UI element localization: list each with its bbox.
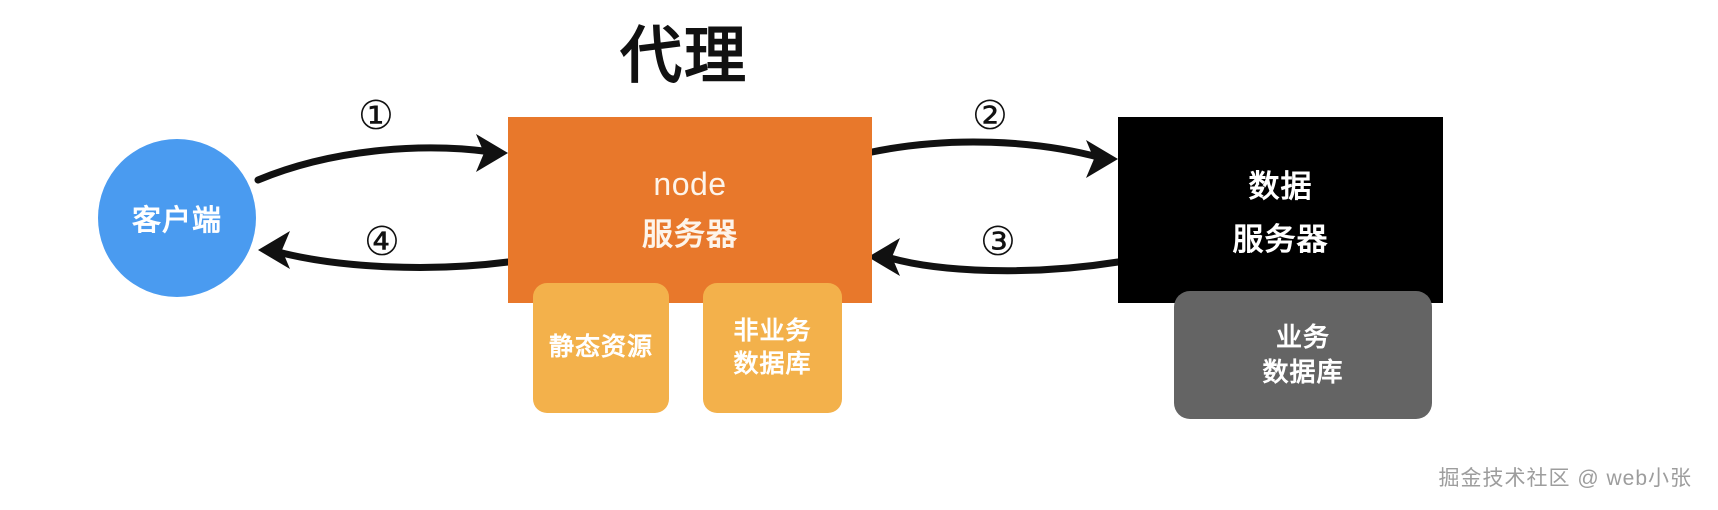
node-static-resources: 静态资源: [533, 283, 669, 413]
watermark: 掘金技术社区 @ web小张: [1438, 467, 1692, 490]
node-business-database-label-line1: 业务: [1275, 321, 1330, 352]
node-data-server: 数据 服务器: [1118, 117, 1443, 303]
arrow-step-1: [254, 134, 508, 184]
node-business-database: 业务 数据库: [1174, 291, 1432, 419]
step-marker-3: ③: [980, 219, 1016, 265]
node-node-server-label-primary: node: [653, 166, 727, 202]
step-marker-1: ①: [358, 93, 394, 139]
step-marker-2: ②: [972, 93, 1008, 139]
node-node-server-label-secondary: 服务器: [642, 217, 738, 252]
node-client: 客户端: [98, 139, 256, 297]
node-data-server-label-line2: 服务器: [1232, 222, 1329, 257]
arrow-step-2: [868, 138, 1118, 178]
node-business-database-label-line2: 数据库: [1262, 357, 1344, 387]
node-node-server: node 服务器: [508, 117, 872, 303]
node-static-resources-label: 静态资源: [548, 333, 653, 362]
node-non-business-database: 非业务 数据库: [703, 283, 842, 413]
page-title: 代理: [620, 22, 749, 91]
step-marker-4: ④: [364, 219, 400, 265]
node-non-business-database-label-line2: 数据库: [733, 350, 812, 378]
node-data-server-label-line1: 数据: [1248, 169, 1313, 204]
node-non-business-database-label-line1: 非业务: [733, 316, 812, 345]
node-client-label: 客户端: [131, 205, 222, 237]
